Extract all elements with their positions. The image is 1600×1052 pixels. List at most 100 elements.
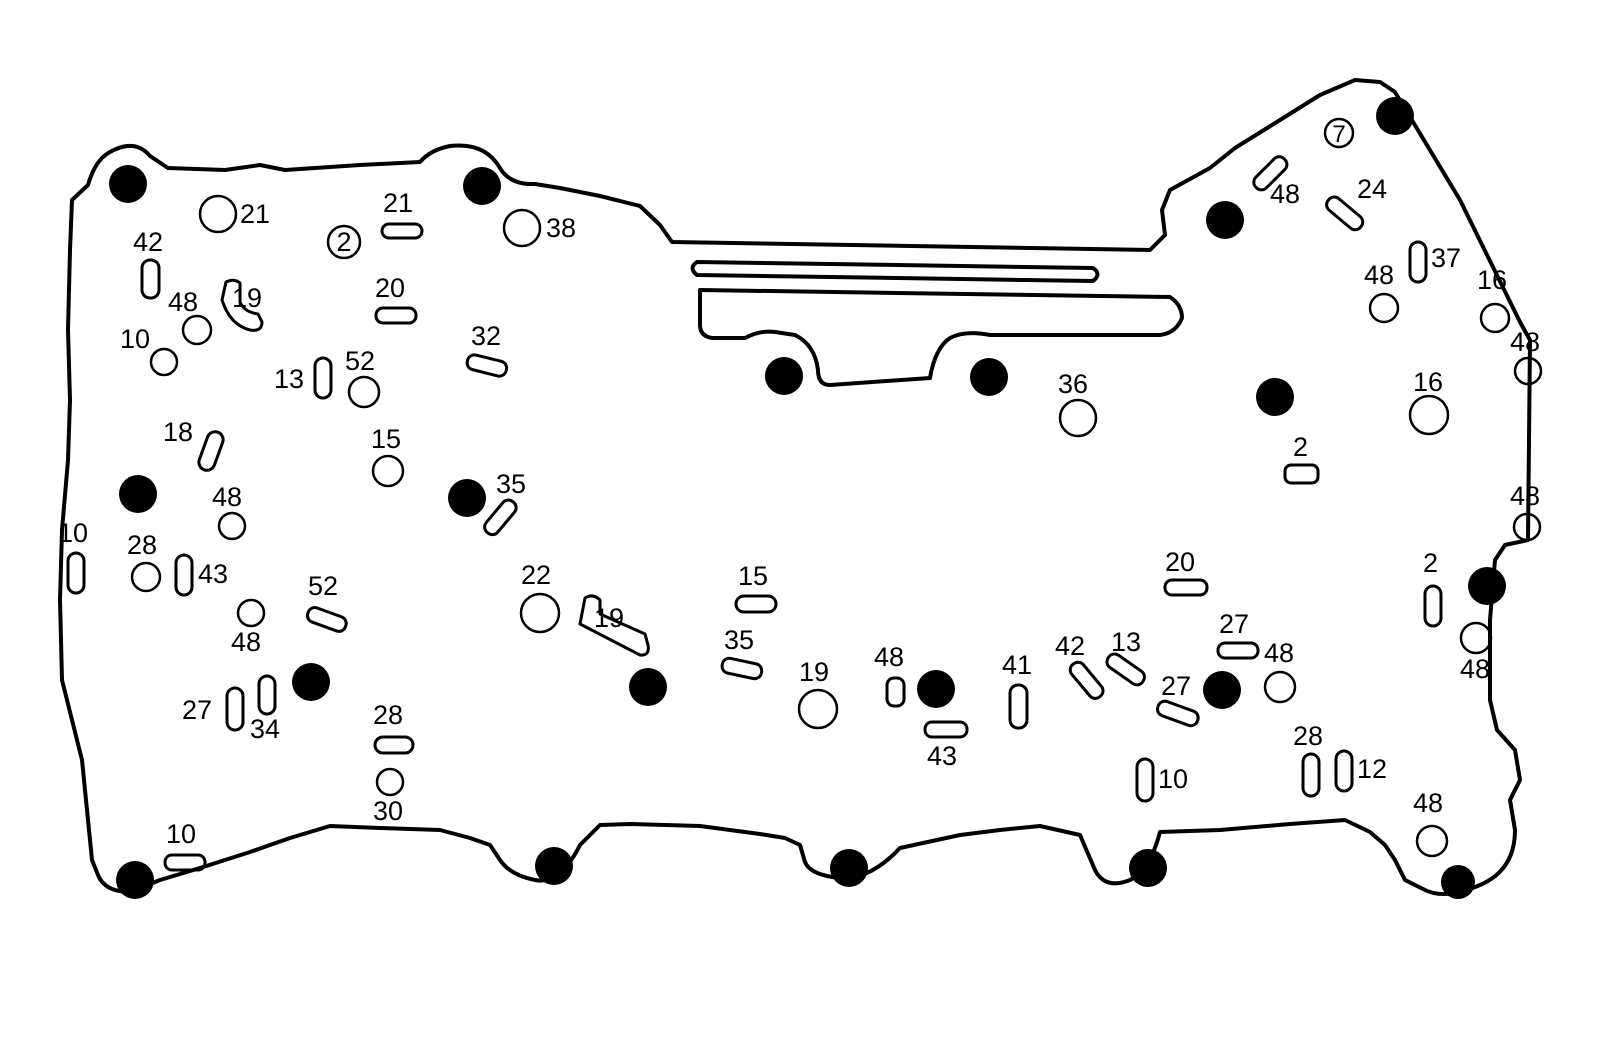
callout-circle — [326, 224, 362, 260]
slot — [734, 594, 778, 614]
slot — [1216, 641, 1260, 660]
passage-label: 10 — [58, 518, 88, 548]
passage-label: 28 — [373, 700, 403, 730]
passage-label: 48 — [168, 287, 198, 317]
bolt-hole — [765, 357, 803, 395]
passage-label: 41 — [1002, 650, 1032, 680]
orifice — [181, 314, 213, 346]
orifice — [1513, 356, 1543, 386]
bolt-hole — [629, 668, 667, 706]
bolt-hole — [535, 847, 573, 885]
slot — [374, 306, 418, 325]
slot — [1252, 155, 1289, 192]
lower-channel — [698, 288, 1184, 387]
slot — [1135, 757, 1155, 803]
bolt-hole — [970, 358, 1008, 396]
upper-channel — [690, 260, 1100, 283]
passage-label: 10 — [166, 819, 196, 849]
passage-label: 21 — [383, 188, 413, 218]
passage-label: 28 — [1293, 721, 1323, 751]
passage-19-center — [578, 594, 650, 657]
passage-label: 19 — [594, 603, 624, 633]
slot — [1156, 699, 1200, 728]
passage-label: 20 — [375, 273, 405, 303]
bolt-hole — [119, 475, 157, 513]
orifice — [198, 194, 238, 234]
callout-7: 7 — [1332, 121, 1345, 148]
slot — [163, 853, 207, 872]
orifice — [236, 598, 266, 628]
passage-label: 37 — [1431, 243, 1461, 273]
bolt-hole — [830, 849, 868, 887]
passage-label: 18 — [163, 417, 193, 447]
passage-label: 24 — [1357, 174, 1387, 204]
slot — [465, 353, 509, 378]
passage-label: 10 — [1158, 764, 1188, 794]
passage-label: 2 — [1293, 432, 1308, 462]
slot — [1325, 195, 1365, 232]
bolt-hole — [292, 663, 330, 701]
orifice — [1058, 398, 1098, 438]
passage-label: 27 — [1161, 671, 1191, 701]
slot — [1283, 463, 1320, 485]
slots — [66, 155, 1443, 872]
slot — [1008, 683, 1029, 730]
orifice — [149, 347, 179, 377]
passage-labels: 21 21 38 42 20 48 19 10 32 13 52 18 15 3… — [58, 174, 1540, 849]
passage-label: 16 — [1477, 265, 1507, 295]
passage-label: 13 — [274, 364, 304, 394]
passage-label: 52 — [345, 346, 375, 376]
passage-label: 34 — [250, 714, 280, 744]
passage-label: 48 — [1510, 327, 1540, 357]
callout-2: 2 — [336, 227, 351, 257]
passage-label: 12 — [1357, 754, 1387, 784]
passage-label: 48 — [1510, 481, 1540, 511]
passage-label: 22 — [521, 560, 551, 590]
passage-label: 43 — [198, 559, 228, 589]
passage-label: 35 — [724, 625, 754, 655]
passage-label: 20 — [1165, 547, 1195, 577]
plate-outline — [58, 78, 1532, 896]
bolt-hole — [116, 861, 154, 899]
passage-label: 10 — [120, 324, 150, 354]
slot — [923, 720, 969, 739]
slot — [197, 430, 225, 472]
passage-label: 19 — [799, 657, 829, 687]
slot — [1301, 752, 1321, 798]
orifice — [371, 454, 405, 488]
orifice — [1263, 670, 1297, 704]
slot — [483, 498, 518, 537]
orifice — [1479, 302, 1511, 334]
bolt-hole — [1441, 865, 1475, 899]
passage-label: 28 — [127, 530, 157, 560]
orifice — [375, 767, 405, 797]
bolt-hole — [448, 479, 486, 517]
passage-label: 27 — [1219, 609, 1249, 639]
passage-label: 16 — [1413, 367, 1443, 397]
slot — [66, 551, 86, 595]
bolt-hole — [463, 167, 501, 205]
passage-label: 38 — [546, 213, 576, 243]
callout-circle — [1323, 117, 1355, 149]
passage-label: 48 — [212, 482, 242, 512]
orifice — [217, 511, 247, 541]
passage-label: 48 — [1270, 179, 1300, 209]
bolt-hole — [1203, 671, 1241, 709]
passage-label: 15 — [371, 424, 401, 454]
bolt-hole — [1206, 201, 1244, 239]
orifices — [130, 194, 1543, 858]
passage-label: 48 — [231, 627, 261, 657]
passage-label: 13 — [1111, 627, 1141, 657]
orifice — [1408, 394, 1450, 436]
orifice — [130, 561, 162, 593]
slot — [720, 656, 764, 681]
slot — [373, 735, 415, 755]
passage-label: 36 — [1058, 369, 1088, 399]
bolt-hole — [1129, 849, 1167, 887]
passage-label: 48 — [1264, 638, 1294, 668]
slot — [1068, 660, 1105, 700]
bolt-hole — [1376, 97, 1414, 135]
slot — [380, 222, 424, 240]
slot — [257, 674, 277, 716]
